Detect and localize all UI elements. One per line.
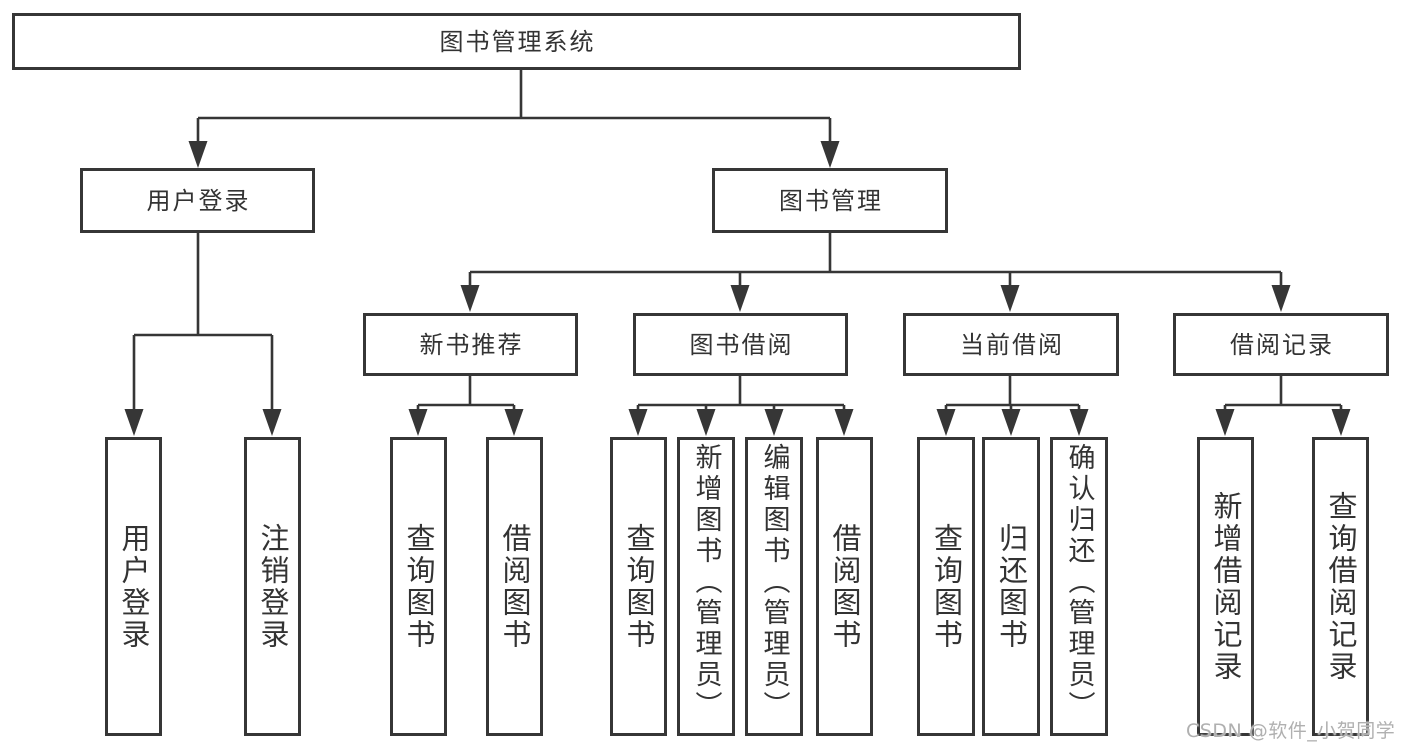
- leaf-query-books-lending: 查询图书: [610, 437, 667, 736]
- node-current-lending: 当前借阅: [903, 313, 1119, 376]
- leaf-borrow-books-recommend: 借阅图书: [486, 437, 543, 736]
- node-label: 编辑图书（管理员）: [758, 443, 790, 722]
- node-label: 新增图书（管理员）: [690, 443, 722, 722]
- csdn-watermark: CSDN @软件_小贺同学: [1186, 720, 1396, 742]
- node-label: 图书借阅: [689, 330, 794, 359]
- arrowheads: [124, 141, 1351, 436]
- node-label: 新书推荐: [419, 330, 524, 359]
- node-label: 借阅图书: [828, 522, 862, 651]
- node-lending-records: 借阅记录: [1173, 313, 1389, 376]
- node-label: 新增借阅记录: [1209, 490, 1243, 683]
- node-label: 归还图书: [994, 522, 1029, 651]
- node-book-management-module: 图书管理: [712, 168, 948, 233]
- node-user-login-module: 用户登录: [80, 168, 315, 233]
- leaf-borrow-books-lending: 借阅图书: [816, 437, 873, 736]
- leaf-confirm-return-admin: 确认归还（管理员）: [1050, 437, 1108, 736]
- leaf-logout: 注销登录: [244, 437, 301, 736]
- node-system-root: 图书管理系统: [12, 13, 1021, 70]
- leaf-user-login: 用户登录: [105, 437, 162, 736]
- node-book-lending: 图书借阅: [633, 313, 848, 376]
- tree-branch-lines: [132, 70, 1343, 414]
- node-label: 图书管理系统: [439, 27, 596, 56]
- node-label: 查询图书: [402, 522, 436, 651]
- node-label: 借阅图书: [498, 522, 532, 651]
- leaf-query-lending-record: 查询借阅记录: [1312, 437, 1369, 736]
- node-label: 查询图书: [929, 522, 964, 651]
- node-label: 注销登录: [256, 522, 290, 651]
- leaf-return-book: 归还图书: [982, 437, 1040, 736]
- leaf-edit-book-admin: 编辑图书（管理员）: [745, 437, 803, 736]
- node-label: 借阅记录: [1230, 330, 1334, 359]
- node-label: 确认归还（管理员）: [1063, 443, 1095, 722]
- node-label: 用户登录: [146, 186, 251, 215]
- node-label: 查询图书: [622, 522, 656, 651]
- node-label: 图书管理: [779, 186, 883, 215]
- node-label: 查询借阅记录: [1324, 490, 1358, 683]
- leaf-add-lending-record: 新增借阅记录: [1197, 437, 1254, 736]
- node-new-book-recommendation: 新书推荐: [363, 313, 578, 376]
- node-label: 用户登录: [117, 522, 151, 651]
- node-label: 当前借阅: [960, 330, 1064, 359]
- leaf-query-books-recommend: 查询图书: [390, 437, 447, 736]
- leaf-query-books-current: 查询图书: [917, 437, 975, 736]
- leaf-add-book-admin: 新增图书（管理员）: [677, 437, 735, 736]
